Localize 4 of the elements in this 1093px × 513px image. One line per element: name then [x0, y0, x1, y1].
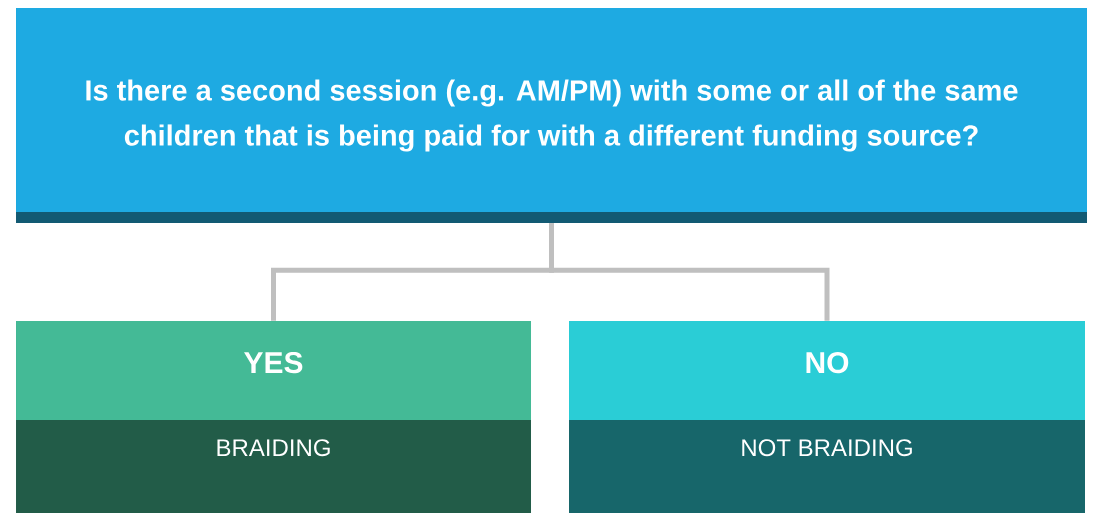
answer-box: YES BRAIDING: [16, 321, 531, 513]
question-box: Is there a second session (e.g. AM/PM) with some or all of the same children that is being paid for with a different funding source?: [16, 8, 1087, 223]
answer-box: NO NOT BRAIDING: [569, 321, 1085, 513]
connector-line: [549, 223, 830, 321]
